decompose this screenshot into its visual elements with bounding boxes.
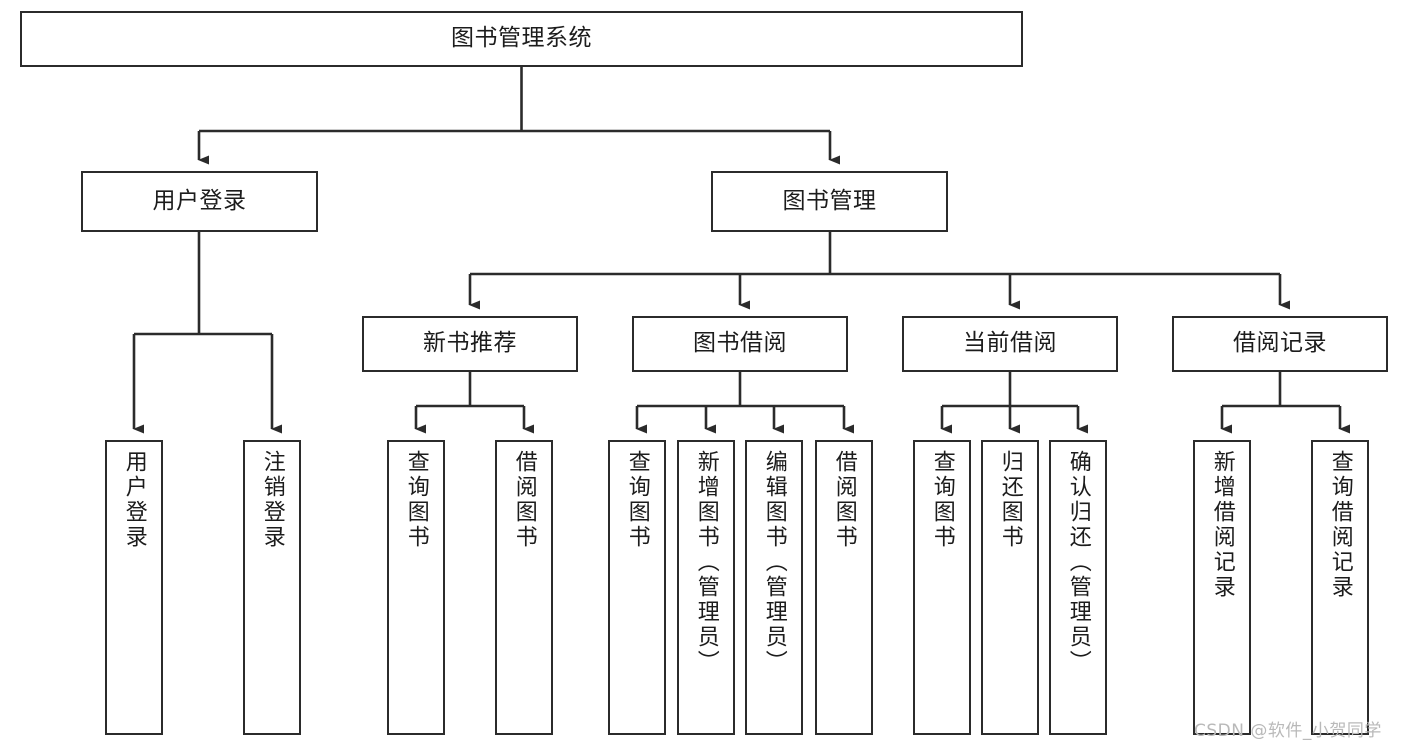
leaf-add-book-admin[interactable]: 新增图书（管理员）	[677, 440, 735, 735]
node-root-book-management-system[interactable]: 图书管理系统	[20, 11, 1023, 67]
node-current-borrow[interactable]: 当前借阅	[902, 316, 1118, 372]
node-book-management[interactable]: 图书管理	[711, 171, 948, 232]
node-label: 图书借阅	[693, 330, 787, 357]
node-label: 新增借阅记录	[1209, 450, 1235, 600]
node-label: 归还图书	[997, 450, 1023, 550]
node-label: 图书管理	[782, 187, 877, 214]
node-label: 注销登录	[259, 450, 285, 550]
node-book-borrow[interactable]: 图书借阅	[632, 316, 848, 372]
node-label: 借阅图书	[511, 450, 537, 550]
leaf-user-login[interactable]: 用户登录	[105, 440, 163, 735]
node-user-login[interactable]: 用户登录	[81, 171, 318, 232]
leaf-edit-book-admin[interactable]: 编辑图书（管理员）	[745, 440, 803, 735]
node-new-book-recommend[interactable]: 新书推荐	[362, 316, 578, 372]
leaf-query-book-borrow[interactable]: 查询图书	[608, 440, 666, 735]
node-label: 用户登录	[121, 450, 147, 550]
node-label: 编辑图书（管理员）	[761, 450, 787, 675]
leaf-logout[interactable]: 注销登录	[243, 440, 301, 735]
leaf-query-book-current[interactable]: 查询图书	[913, 440, 971, 735]
node-label: 查询图书	[929, 450, 955, 550]
leaf-query-borrow-record[interactable]: 查询借阅记录	[1311, 440, 1369, 735]
leaf-borrow-book-newbook[interactable]: 借阅图书	[495, 440, 553, 735]
node-label: 借阅记录	[1233, 330, 1327, 357]
node-label: 用户登录	[152, 187, 247, 214]
leaf-add-borrow-record[interactable]: 新增借阅记录	[1193, 440, 1251, 735]
node-label: 确认归还（管理员）	[1065, 450, 1091, 675]
node-label: 查询图书	[403, 450, 429, 550]
node-label: 当前借阅	[963, 330, 1057, 357]
leaf-query-book-newbook[interactable]: 查询图书	[387, 440, 445, 735]
csdn-watermark: CSDN @软件_小贺同学	[1194, 721, 1382, 741]
node-label: 查询图书	[624, 450, 650, 550]
leaf-borrow-book[interactable]: 借阅图书	[815, 440, 873, 735]
leaf-return-book[interactable]: 归还图书	[981, 440, 1039, 735]
leaf-confirm-return-admin[interactable]: 确认归还（管理员）	[1049, 440, 1107, 735]
node-label: 新书推荐	[423, 330, 517, 357]
node-label: 图书管理系统	[451, 25, 592, 52]
node-label: 借阅图书	[831, 450, 857, 550]
node-label: 新增图书（管理员）	[693, 450, 719, 675]
node-label: 查询借阅记录	[1327, 450, 1353, 600]
node-borrow-record[interactable]: 借阅记录	[1172, 316, 1388, 372]
